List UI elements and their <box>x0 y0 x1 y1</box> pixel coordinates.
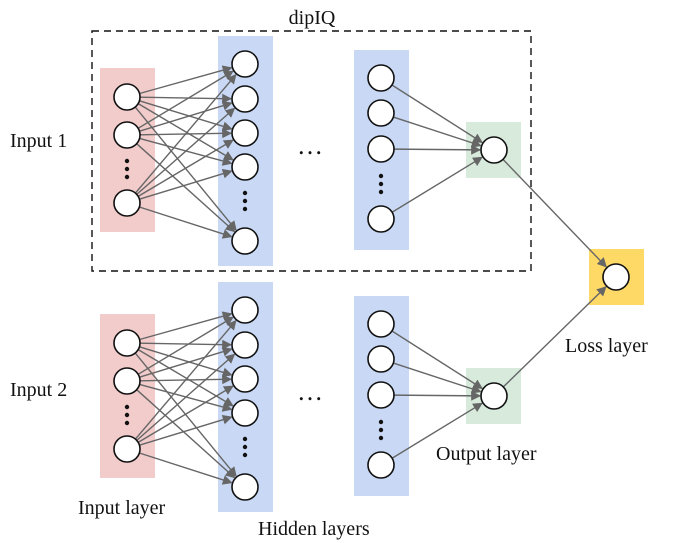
edge-input-hidden-bottom <box>139 452 233 485</box>
input-neuron-top <box>113 83 141 111</box>
hidden-neuron-top <box>231 85 259 113</box>
edge-hidden-output-top <box>391 156 483 213</box>
hidden-ellipsis-2: … <box>297 377 323 406</box>
edge-input-hidden-top <box>137 70 234 129</box>
hidden-vertical-ellipsis-bottom <box>242 436 248 442</box>
loss-neuron <box>602 263 630 291</box>
edge-input-hidden-bottom <box>134 319 237 440</box>
edge-input-hidden-bottom <box>137 349 234 407</box>
edge-hidden-output-bottom <box>391 330 484 390</box>
edge-hidden-output-top <box>393 144 481 155</box>
input-vertical-ellipsis-top <box>124 174 130 180</box>
edge-input-hidden-top <box>137 103 234 161</box>
input-vertical-ellipsis-top <box>124 158 130 164</box>
edge-output-loss-top <box>502 158 607 268</box>
hidden-neuron-bottom <box>367 345 395 373</box>
input-vertical-ellipsis-bottom <box>124 404 130 410</box>
hidden-neuron-bottom <box>231 365 259 393</box>
edge-output-loss-bottom <box>502 286 607 388</box>
hidden-vertical-ellipsis-bottom <box>242 444 248 450</box>
hidden-neuron-bottom <box>231 331 259 359</box>
hidden-neuron-bottom <box>367 310 395 338</box>
edge-hidden-output-top <box>391 84 484 144</box>
input-neuron-bottom <box>113 435 141 463</box>
edge-input-hidden-bottom <box>137 385 234 443</box>
hidden-neuron-top <box>231 153 259 181</box>
edge-input-hidden-bottom <box>137 316 234 375</box>
edge-input-hidden-top <box>136 143 236 233</box>
hidden-neuron-bottom <box>367 451 395 479</box>
hidden-neuron-bottom <box>231 296 259 324</box>
hidden-layers-label: Hidden layers <box>258 518 370 540</box>
hidden-vertical-ellipsis-top <box>378 181 384 187</box>
hidden-neuron-top <box>231 227 259 255</box>
hidden-neuron-top <box>231 119 259 147</box>
dipiq-frame <box>91 30 532 272</box>
edge-hidden-output-bottom <box>393 390 481 401</box>
hidden-vertical-ellipsis-bottom <box>378 435 384 441</box>
edge-hidden-output-bottom <box>391 402 483 459</box>
edge-input-hidden-top <box>137 139 234 197</box>
edge-input-hidden-bottom <box>139 414 233 446</box>
output-neuron-top <box>480 136 508 164</box>
input-layer-label: Input layer <box>78 497 166 519</box>
edge-input-hidden-top <box>139 206 233 239</box>
edge-input-hidden-top <box>139 65 233 95</box>
edge-input-hidden-bottom <box>139 311 233 341</box>
input2-label: Input 2 <box>10 379 67 401</box>
hidden-vertical-ellipsis-bottom <box>242 452 248 458</box>
output-layer-label: Output layer <box>436 443 537 465</box>
hidden-vertical-ellipsis-top <box>242 206 248 212</box>
output-neuron-bottom <box>480 382 508 410</box>
hidden-neuron-top <box>367 64 395 92</box>
hidden-vertical-ellipsis-top <box>378 189 384 195</box>
hidden-neuron-top <box>367 205 395 233</box>
input-vertical-ellipsis-bottom <box>124 420 130 426</box>
edge-input-hidden-bottom <box>139 346 233 378</box>
hidden-vertical-ellipsis-bottom <box>378 427 384 433</box>
connections <box>134 65 607 485</box>
hidden-vertical-ellipsis-top <box>242 198 248 204</box>
edge-hidden-output-bottom <box>393 362 482 394</box>
edge-input-hidden-top <box>139 168 233 200</box>
dipiq-title: dipIQ <box>289 7 336 29</box>
hidden-vertical-ellipsis-bottom <box>378 419 384 425</box>
neurons <box>113 50 630 501</box>
loss-layer-label: Loss layer <box>565 335 648 357</box>
input-neuron-top <box>113 121 141 149</box>
edge-input-hidden-top <box>134 73 237 194</box>
hidden-neuron-bottom <box>231 399 259 427</box>
hidden-vertical-ellipsis-top <box>242 190 248 196</box>
edge-input-hidden-bottom <box>136 389 236 479</box>
input1-label: Input 1 <box>10 130 67 152</box>
input-neuron-bottom <box>113 367 141 395</box>
hidden-neuron-bottom <box>367 381 395 409</box>
edge-input-hidden-top <box>136 107 236 195</box>
vertical-ellipses <box>124 158 384 458</box>
hidden-neuron-top <box>231 50 259 78</box>
hidden-neuron-top <box>367 99 395 127</box>
hidden-vertical-ellipsis-top <box>378 173 384 179</box>
edge-hidden-output-top <box>393 116 482 148</box>
hidden-neuron-top <box>367 135 395 163</box>
input-vertical-ellipsis-bottom <box>124 412 130 418</box>
edge-input-hidden-bottom <box>136 353 236 441</box>
hidden-neuron-bottom <box>231 473 259 501</box>
input-neuron-bottom <box>113 329 141 357</box>
hidden-ellipsis-1: … <box>297 131 323 160</box>
edge-input-hidden-top <box>139 100 233 132</box>
input-neuron-top <box>113 189 141 217</box>
input-vertical-ellipsis-top <box>124 166 130 172</box>
